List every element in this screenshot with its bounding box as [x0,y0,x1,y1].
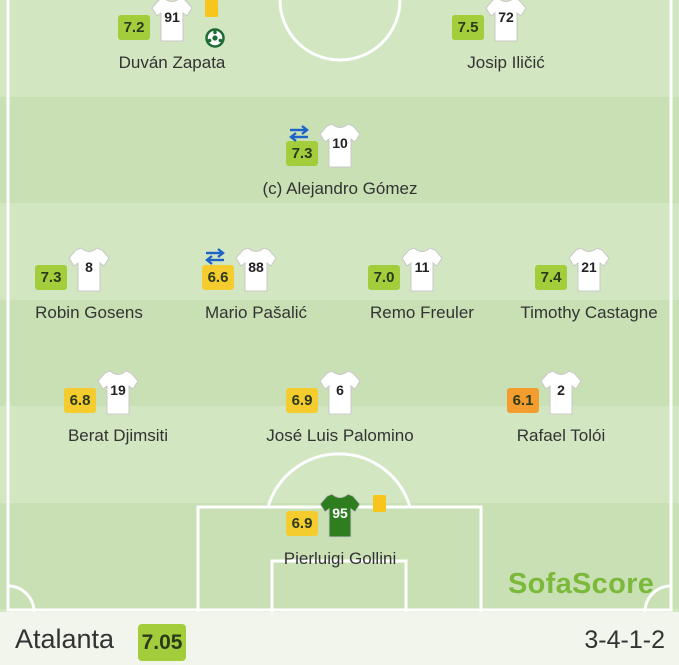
player-rating-badge: 7.4 [535,265,567,290]
player-name[interactable]: Rafael Tolói [516,426,606,445]
shirt-number: 10 [332,135,348,151]
player-name[interactable]: Berat Djimsiti [67,426,169,445]
player-rating-badge: 6.9 [286,511,318,536]
shirt-icon[interactable]: 10 [319,122,361,168]
substitution-arrows-icon [203,246,227,271]
shirt-number: 19 [110,382,126,398]
formation-label: 3-4-1-2 [584,626,665,654]
shirt-number: 88 [248,259,264,275]
shirt-icon[interactable]: 8 [68,246,110,292]
player-rating-badge: 6.8 [64,388,96,413]
shirt-icon[interactable]: 91 [151,0,193,42]
shirt-number: 6 [336,382,344,398]
substitution-arrows-icon [287,123,311,148]
player-name[interactable]: Mario Pašalić [204,303,308,322]
shirt-number: 21 [581,259,597,275]
player-name[interactable]: (c) Alejandro Gómez [262,179,418,198]
shirt-icon[interactable]: 21 [568,246,610,292]
player-name[interactable]: Duván Zapata [118,53,226,72]
shirt-number: 2 [557,382,565,398]
goalkeeper-shirt-icon[interactable]: 95 [319,492,361,538]
shirt-icon[interactable]: 2 [540,369,582,415]
goal-ball-icon [205,28,225,53]
player-rating-badge: 7.0 [368,265,400,290]
shirt-icon[interactable]: 11 [401,246,443,292]
player-rating-badge: 7.2 [118,15,150,40]
player-name[interactable]: Timothy Castagne [520,303,658,322]
player-name[interactable]: Pierluigi Gollini [283,549,397,568]
sofascore-logo: SofaScore [508,568,655,600]
team-name[interactable]: Atalanta [15,624,115,654]
shirt-icon[interactable]: 6 [319,369,361,415]
shirt-number: 91 [164,9,180,25]
shirt-number: 95 [332,505,348,521]
shirt-icon[interactable]: 72 [485,0,527,42]
player-name[interactable]: Robin Gosens [35,303,143,322]
shirt-number: 8 [85,259,93,275]
shirt-number: 72 [498,9,514,25]
player-rating-badge: 6.6 [202,265,234,290]
player-rating-badge: 6.9 [286,388,318,413]
player-rating-badge: 7.5 [452,15,484,40]
player-name[interactable]: Remo Freuler [370,303,474,322]
shirt-number: 11 [414,259,430,275]
shirt-icon[interactable]: 19 [97,369,139,415]
shirt-icon[interactable]: 88 [235,246,277,292]
player-rating-badge: 7.3 [35,265,67,290]
yellow-card-icon [205,0,218,17]
player-rating-badge: 6.1 [507,388,539,413]
player-rating-badge: 7.3 [286,141,318,166]
team-footer: Atalanta 7.05 3-4-1-2 [0,612,679,665]
player-name[interactable]: Josip Iličić [467,53,545,72]
player-name[interactable]: José Luis Palomino [266,426,414,445]
yellow-card-icon [373,495,386,512]
team-rating-badge: 7.05 [138,624,186,661]
